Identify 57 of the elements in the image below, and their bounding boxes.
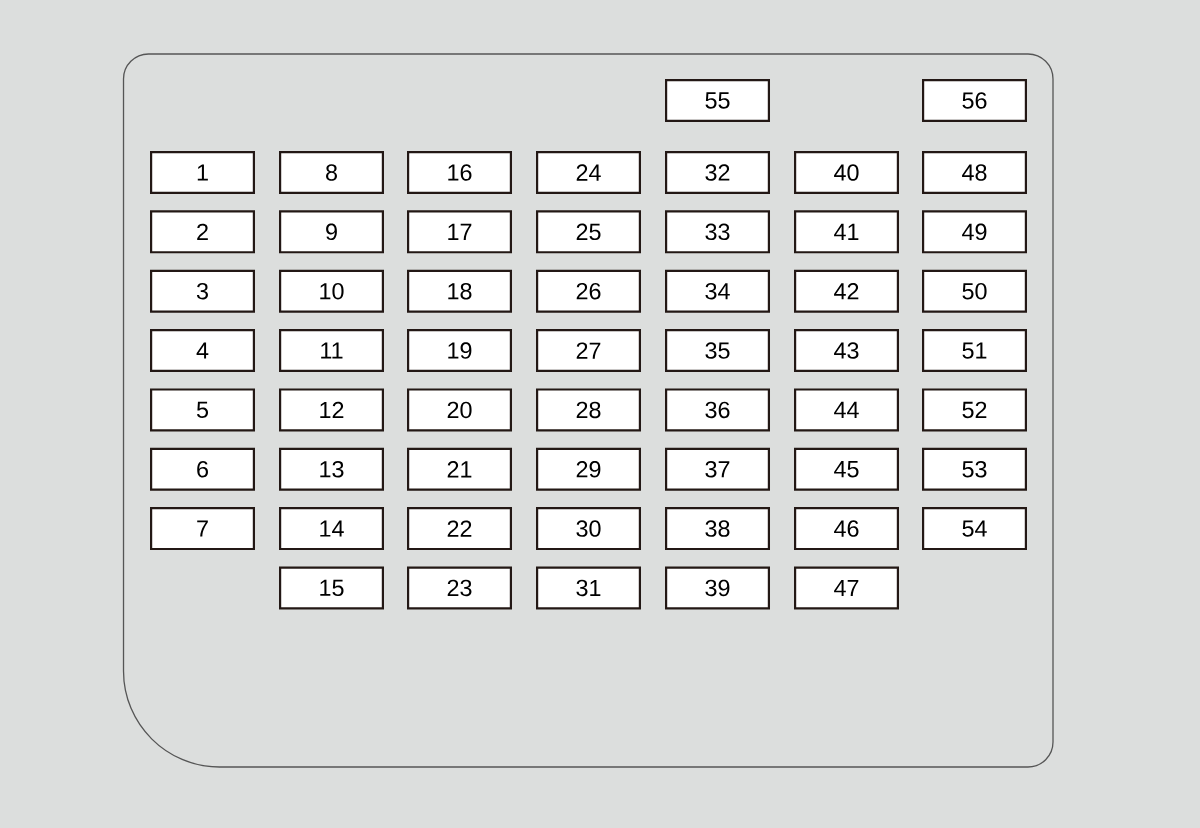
- fuse-box: 10: [279, 269, 384, 313]
- fuse-box: 2: [150, 210, 255, 254]
- fuse-box: 47: [794, 566, 899, 610]
- fuse-box: 16: [407, 151, 512, 194]
- fuse-box: 21: [407, 447, 512, 491]
- fuse-box: 56: [922, 79, 1027, 122]
- fuse-box: 32: [665, 151, 770, 194]
- fuse-box: 42: [794, 269, 899, 313]
- fuse-box: 6: [150, 447, 255, 491]
- fuse-box: 52: [922, 388, 1027, 432]
- fuse-box: 48: [922, 151, 1027, 194]
- fuse-box: 51: [922, 329, 1027, 373]
- fuse-box: 4: [150, 329, 255, 373]
- fuse-box: 18: [407, 269, 512, 313]
- fuse-box: 29: [536, 447, 641, 491]
- fuse-box: 43: [794, 329, 899, 373]
- fuse-box: 28: [536, 388, 641, 432]
- fuse-box: 37: [665, 447, 770, 491]
- fuse-box: 23: [407, 566, 512, 610]
- fuse-box: 34: [665, 269, 770, 313]
- fuse-box: 9: [279, 210, 384, 254]
- fuse-box: 24: [536, 151, 641, 194]
- fuse-box: 15: [279, 566, 384, 610]
- fuse-box: 1: [150, 151, 255, 194]
- fuse-box: 8: [279, 151, 384, 194]
- fuse-box: 14: [279, 507, 384, 551]
- fuse-box: 35: [665, 329, 770, 373]
- fuse-box: 25: [536, 210, 641, 254]
- fuse-box: 49: [922, 210, 1027, 254]
- fuse-box: 19: [407, 329, 512, 373]
- fuse-box: 20: [407, 388, 512, 432]
- fuse-box: 30: [536, 507, 641, 551]
- fuse-box: 38: [665, 507, 770, 551]
- fuse-box: 11: [279, 329, 384, 373]
- fuse-box: 53: [922, 447, 1027, 491]
- fuse-box: 13: [279, 447, 384, 491]
- fuse-box: 12: [279, 388, 384, 432]
- fuse-box: 22: [407, 507, 512, 551]
- fuse-box: 46: [794, 507, 899, 551]
- fuse-box: 33: [665, 210, 770, 254]
- fuse-box: 3: [150, 269, 255, 313]
- fuse-box: 55: [665, 79, 770, 122]
- fuse-box: 5: [150, 388, 255, 432]
- fuse-box: 44: [794, 388, 899, 432]
- fuse-box: 40: [794, 151, 899, 194]
- fuse-box: 50: [922, 269, 1027, 313]
- fuse-box: 41: [794, 210, 899, 254]
- fuse-box: 36: [665, 388, 770, 432]
- fuse-box: 39: [665, 566, 770, 610]
- fuse-box: 31: [536, 566, 641, 610]
- panel-outline: [122, 53, 1054, 768]
- fuse-box: 27: [536, 329, 641, 373]
- fuse-box: 26: [536, 269, 641, 313]
- fuse-box: 45: [794, 447, 899, 491]
- fuse-box: 7: [150, 507, 255, 551]
- fuse-box: 17: [407, 210, 512, 254]
- fuse-box: 54: [922, 507, 1027, 551]
